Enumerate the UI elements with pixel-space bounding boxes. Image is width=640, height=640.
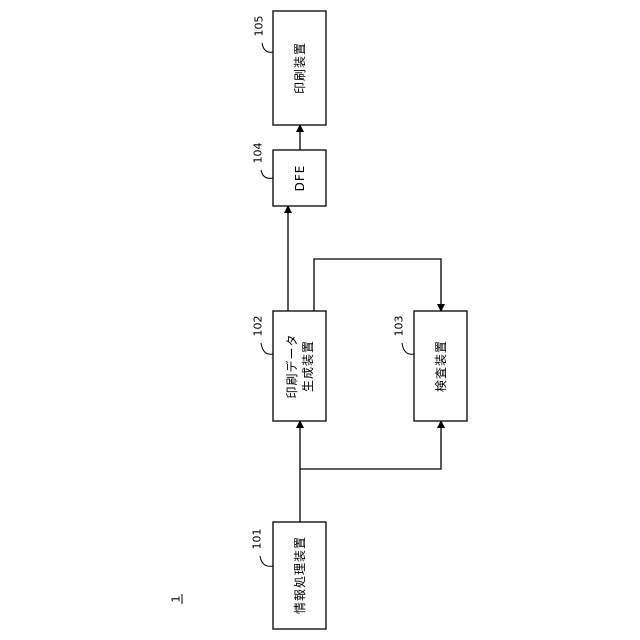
ref-105-label: 105 <box>253 16 266 37</box>
ref-101-leader <box>260 556 273 566</box>
ref-104-label: 104 <box>252 143 265 164</box>
ref-101: 101 <box>251 529 274 567</box>
node-inspection: 検査装置 <box>414 311 467 421</box>
ref-105-leader <box>262 43 273 52</box>
system-ref-label: 1 <box>170 596 183 603</box>
ref-103: 103 <box>393 316 415 355</box>
node-dfe: DFE <box>273 150 326 206</box>
node-dfe-label: DFE <box>293 165 307 192</box>
ref-103-label: 103 <box>393 316 406 337</box>
connector-102-to-103 <box>314 259 441 311</box>
node-print-data-generator-box <box>273 311 326 421</box>
ref-101-label: 101 <box>251 529 264 550</box>
node-printing-label: 印刷装置 <box>293 42 307 94</box>
ref-102-leader <box>261 343 273 354</box>
ref-102: 102 <box>252 316 274 355</box>
system-ref: 1 <box>170 594 183 604</box>
node-printing: 印刷装置 <box>273 11 326 125</box>
node-info-processing: 情報処理装置 <box>273 522 326 629</box>
ref-105: 105 <box>253 16 274 53</box>
ref-103-leader <box>402 343 414 354</box>
node-print-data-generator-label-line1: 印刷データ <box>284 333 299 398</box>
node-print-data-generator-label-line2: 生成装置 <box>301 340 315 392</box>
node-print-data-generator: 印刷データ 生成装置 <box>273 311 326 421</box>
ref-104-leader <box>261 170 273 178</box>
ref-104: 104 <box>252 143 274 179</box>
node-inspection-label: 検査装置 <box>434 340 448 392</box>
ref-102-label: 102 <box>252 316 265 337</box>
connector-101-to-103 <box>300 421 441 469</box>
node-info-processing-label: 情報処理装置 <box>293 536 307 614</box>
